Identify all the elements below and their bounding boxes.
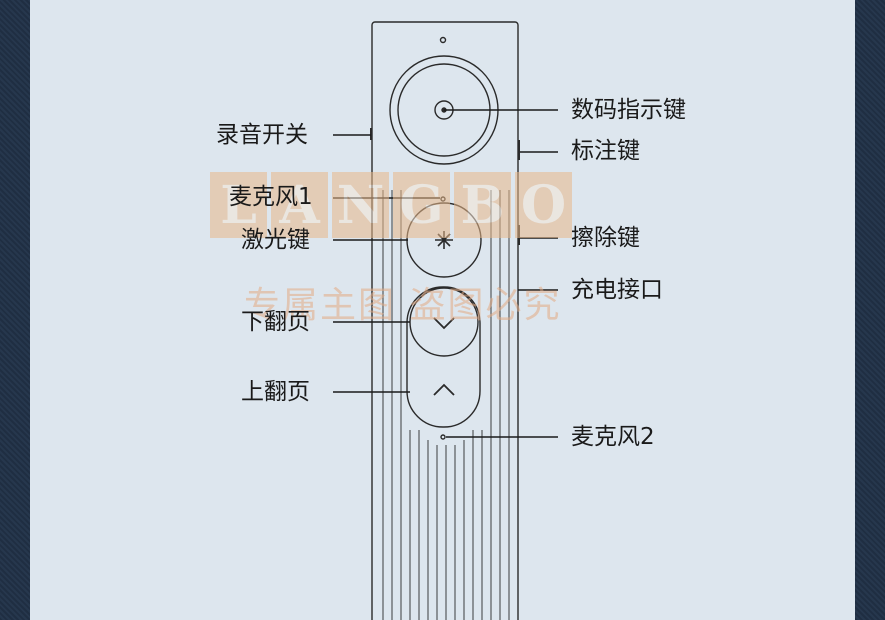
label-digital-pointer-key: 数码指示键 — [571, 97, 686, 123]
mic2-hole — [440, 434, 446, 440]
label-page-down: 下翻页 — [241, 309, 310, 335]
label-annotation-key: 标注键 — [571, 138, 640, 164]
watermark-letter: L — [210, 172, 267, 238]
chevron-down-icon — [433, 317, 455, 330]
indicator-dot — [439, 36, 447, 44]
watermark-chinese: 专属主图 盗图必究 — [244, 285, 562, 326]
label-page-up: 上翻页 — [241, 379, 310, 405]
remote-body — [371, 21, 519, 620]
watermark-letters: L A N G B O — [210, 172, 572, 238]
label-mic1: 麦克风1 — [229, 184, 313, 210]
left-border — [0, 0, 30, 620]
chevron-up-icon — [433, 383, 455, 396]
watermark-letter: A — [271, 172, 328, 238]
watermark-letter: O — [515, 172, 572, 238]
page-buttons-capsule — [406, 286, 481, 428]
label-erase-key: 擦除键 — [571, 225, 640, 251]
leader-lines — [333, 109, 558, 438]
watermark-letter: B — [454, 172, 511, 238]
watermark-letter: N — [332, 172, 389, 238]
diagram-panel — [30, 0, 855, 620]
label-record-switch: 录音开关 — [216, 122, 308, 148]
right-border — [855, 0, 885, 620]
label-charging-port: 充电接口 — [571, 277, 663, 303]
watermark-letter: G — [393, 172, 450, 238]
label-laser-key: 激光键 — [241, 227, 310, 253]
grip-grooves — [382, 190, 510, 620]
label-mic2: 麦克风2 — [571, 424, 655, 450]
